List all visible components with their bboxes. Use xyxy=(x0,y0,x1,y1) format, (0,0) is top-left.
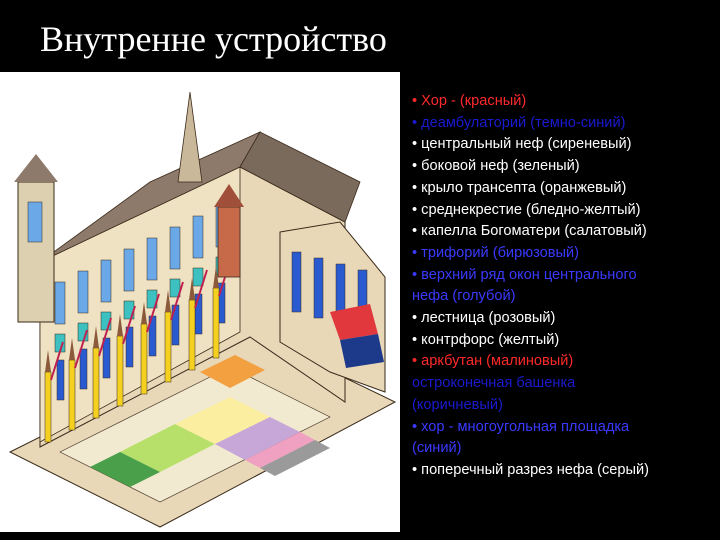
legend-line: • верхний ряд окон центрального xyxy=(412,266,637,283)
flying-buttress xyxy=(50,341,64,381)
pinnacle xyxy=(45,350,51,372)
clerestory-window xyxy=(123,248,135,292)
legend-line: • лестница (розовый) xyxy=(412,310,556,327)
flying-buttress xyxy=(122,305,136,345)
legend-line: • среднекрестие (бледно-желтый) xyxy=(412,201,641,218)
legend-line: • деамбулаторий (темно-синий) xyxy=(412,114,626,131)
roof-side xyxy=(239,131,361,223)
clerestory-window xyxy=(192,215,204,259)
aisle-zone xyxy=(90,452,160,487)
triforium-window xyxy=(192,267,204,287)
legend-line: • центральный неф (сиреневый) xyxy=(412,136,632,153)
legend-list: • Хор - (красный) • деамбулаторий (темно-… xyxy=(412,91,712,482)
legend-line: • боковой неф (зеленый) xyxy=(412,158,580,175)
west-window xyxy=(27,201,43,243)
cathedral-figure xyxy=(0,72,400,532)
legend-line: • контрфорс (желтый) xyxy=(412,331,560,348)
stair-zone xyxy=(245,432,315,468)
legend-line: нефа (голубой) xyxy=(412,288,516,305)
aisle-window xyxy=(56,359,65,401)
legend-line: • Хор - (красный) xyxy=(412,93,527,109)
pinnacle xyxy=(213,266,219,288)
legend-line: • крыло трансепта (оранжевый) xyxy=(412,179,627,196)
crossing-tower xyxy=(217,206,241,278)
crossing-zone xyxy=(175,397,270,444)
pinnacle xyxy=(189,278,195,300)
buttress xyxy=(140,323,148,395)
west-tower-roof xyxy=(14,154,58,182)
aisle-window xyxy=(125,326,134,368)
flying-buttress xyxy=(170,281,184,321)
buttress xyxy=(92,347,100,419)
legend-line: остроконечная башенка xyxy=(412,375,576,392)
pinnacle xyxy=(93,326,99,348)
clerestory-window xyxy=(100,259,112,303)
slide-title: Внутренне устройство xyxy=(40,19,387,59)
clerestory-window xyxy=(146,237,158,281)
aisle-window xyxy=(79,348,88,390)
aisle-window xyxy=(102,337,111,379)
legend-line: (коричневый) xyxy=(412,396,503,413)
section-zone xyxy=(260,440,330,476)
tower-spire xyxy=(214,184,244,207)
pinnacle xyxy=(165,290,171,312)
legend-line: • хор - многоугольная площадка xyxy=(412,418,630,435)
clerestory-window xyxy=(77,270,89,314)
triforium-window xyxy=(169,278,181,298)
clerestory-window xyxy=(54,281,66,325)
buttress xyxy=(188,299,196,371)
cathedral-cutaway-illustration xyxy=(8,91,397,528)
choir-window xyxy=(291,251,302,313)
legend-line: • поперечный разрез нефа (серый) xyxy=(412,461,649,478)
legend-line: (синий) xyxy=(412,440,462,457)
nave-zone xyxy=(215,417,300,460)
ambulatory-zone xyxy=(340,334,384,368)
buttress xyxy=(44,371,52,443)
pinnacle xyxy=(141,302,147,324)
flying-buttress xyxy=(194,269,208,309)
flying-buttress xyxy=(98,317,112,357)
flying-buttress xyxy=(74,329,88,369)
flying-buttress xyxy=(146,293,160,333)
chapel-zone xyxy=(120,424,215,472)
choir-zone xyxy=(330,304,378,340)
clerestory-window xyxy=(169,226,181,270)
legend-line: • трифорий (бирюзовый) xyxy=(412,244,580,261)
buttress xyxy=(116,335,124,407)
central-spire xyxy=(177,91,203,183)
legend-line: • капелла Богоматери (салатовый) xyxy=(412,223,647,240)
pinnacle xyxy=(69,338,75,360)
buttress xyxy=(164,311,172,383)
pinnacle xyxy=(117,314,123,336)
transept-zone xyxy=(200,355,265,388)
legend-line: • аркбутан (малиновый) xyxy=(412,353,574,370)
buttress xyxy=(212,287,220,359)
buttress xyxy=(68,359,76,431)
choir-window xyxy=(313,257,324,319)
